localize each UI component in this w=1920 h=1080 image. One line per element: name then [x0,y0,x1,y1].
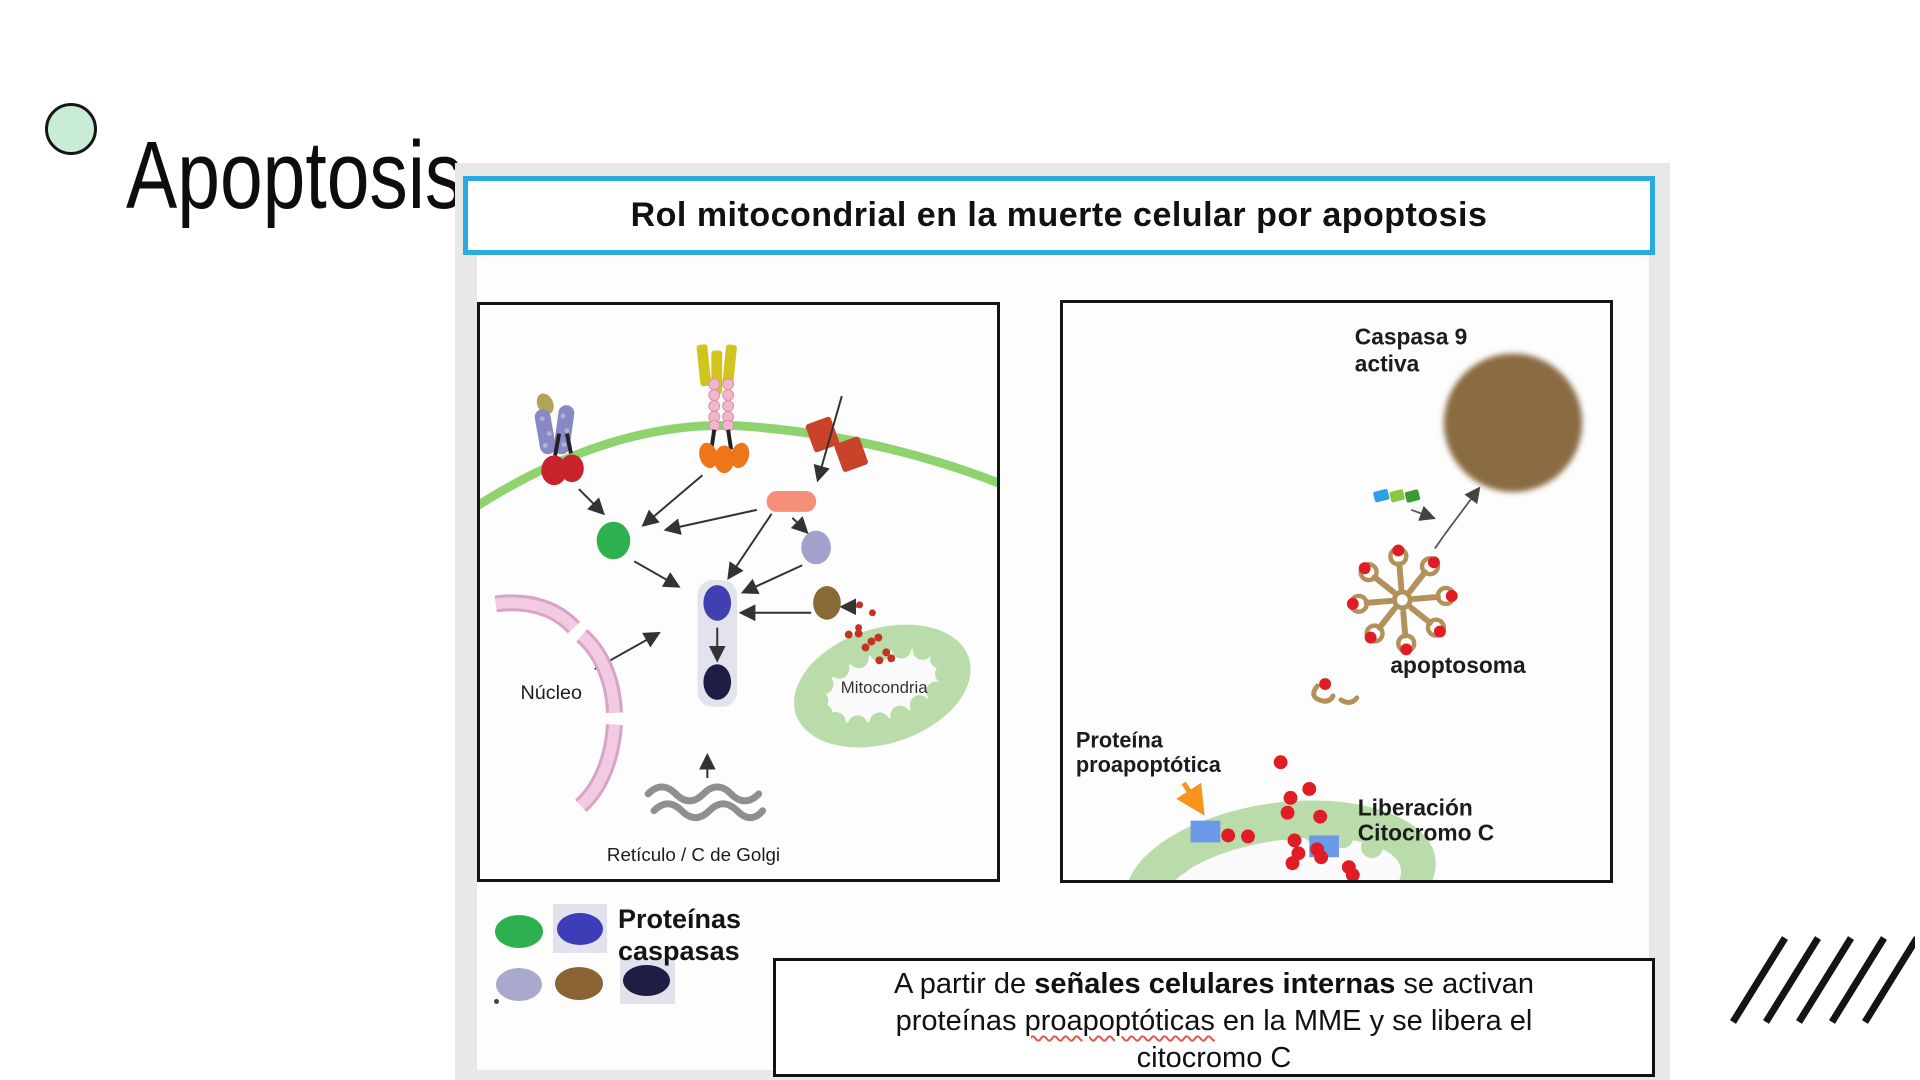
activator-molecule-icon [1373,488,1421,503]
activation-fork-line [1434,535,1445,549]
legend-label-line2: caspasas [618,936,740,966]
caspase9-label-line2: activa [1355,350,1420,376]
left-diagram-panel: Núcleo [477,302,1000,882]
nucleus-label: Núcleo [521,682,582,704]
proapoptotic-pointer-arrow [1176,781,1205,816]
mitochondria-icon [794,624,971,748]
mitochondria-label: Mitocondria [841,678,928,697]
caption-line2: proteínas proapoptóticas en la MME y se … [776,1003,1652,1040]
legend-caspase-navy-icon [623,965,670,996]
apoptosome-label: apoptosoma [1390,652,1526,678]
caption-box: A partir de señales celulares internas s… [773,958,1655,1077]
caspase-brown-icon [813,586,841,620]
caspase-lavender-icon [801,530,831,565]
caption-line1-post: se activan [1395,968,1534,1000]
release-label-line1: Liberación [1358,795,1473,821]
legend-label-line1: Proteínas [618,904,742,934]
caspase-blue-icon [703,585,732,621]
membrane-channel-icon [805,416,868,472]
release-label-line2: Citocromo C [1358,819,1494,845]
death-receptor-icon [534,393,584,486]
legend-caspase-lavender-icon [496,968,542,1001]
legend-stray-dot [494,999,499,1004]
caption-line2-underlined: proapoptóticas [1024,1005,1215,1037]
legend-label: Proteínas caspasas [618,903,741,967]
signal-arrows [578,395,857,779]
golgi-icon [644,783,767,822]
figure-title-text: Rol mitocondrial en la muerte celular po… [630,196,1488,234]
caspase9-circle-icon [1443,353,1583,493]
apoptosis-figure: Rol mitocondrial en la muerte celular po… [455,163,1670,1080]
proapoptotic-label-line2: proapoptótica [1076,752,1222,777]
right-diagram-svg: Caspasa 9 activa [1076,324,1583,880]
cytochrome-release-icons [1221,755,1360,880]
nucleus-envelope-icon [494,594,623,813]
caption-line1-pre: A partir de [894,968,1035,1000]
hatch-marks-icon [1725,933,1920,1028]
cytochrome-dots-mito-icon [844,629,896,665]
right-diagram-panel: Caspasa 9 activa [1060,300,1613,883]
caption-line2-post: en la MME y se libera el [1214,1005,1533,1037]
left-diagram-svg: Núcleo [480,344,997,865]
apaf-fragment-icon [1311,678,1360,705]
caspase9-label-line1: Caspasa 9 [1355,324,1468,350]
caption-line1: A partir de señales celulares internas s… [776,966,1652,1003]
caption-line2-pre: proteínas [895,1005,1025,1037]
growth-receptor-icon [696,344,750,474]
proapoptotic-label-line1: Proteína [1076,727,1164,752]
apoptosome-icon [1346,544,1458,656]
caption-line1-bold: señales celulares internas [1034,968,1396,1000]
caspase-navy-icon [703,664,732,700]
figure-title-box: Rol mitocondrial en la muerte celular po… [463,176,1655,255]
caption-line3: citocromo C [1136,1042,1292,1074]
adapter-protein-icon [766,491,817,512]
slide-title: Apoptosis [126,122,464,230]
legend-caspase-blue-icon [557,913,603,945]
legend-caspase-brown-icon [555,967,603,1000]
bullet-circle-icon [45,103,97,155]
golgi-label: Retículo / C de Golgi [607,844,780,865]
caspase-green-icon [596,521,631,560]
legend-caspase-green-icon [495,915,543,948]
activation-arrows [1410,486,1481,537]
